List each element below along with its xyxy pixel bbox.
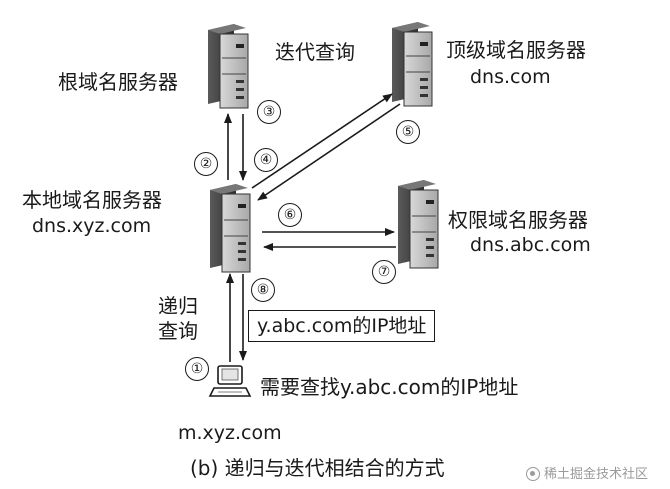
step-7-marker: ⑦ [372,260,396,284]
step-5-marker: ⑤ [396,120,420,144]
root-server-icon [208,24,249,109]
step-8-marker: ⑧ [251,278,275,302]
recursive-query-line1: 递归 [158,294,198,318]
host-request-label: 需要查找y.abc.com的IP地址 [260,375,519,399]
recursive-query-line2: 查询 [158,319,198,343]
iterative-query-label: 迭代查询 [275,40,355,64]
local-server-domain: dns.xyz.com [32,215,152,237]
auth-server-icon [398,180,439,269]
step-6-marker: ⑥ [278,203,302,227]
figure-caption: (b) 递归与迭代相结合的方式 [190,456,445,480]
auth-server-domain: dns.abc.com [470,234,591,256]
step-2-marker: ② [194,152,218,176]
watermark-text: 稀土掘金技术社区 [544,467,649,482]
local-server-icon [210,184,251,273]
step-3-marker: ③ [257,100,281,124]
arrow-tld-to-local [257,103,401,201]
answer-box: y.abc.com的IP地址 [248,310,436,342]
tld-server-domain: dns.com [470,66,551,88]
local-server-label: 本地域名服务器 [22,188,162,212]
watermark-logo-icon [526,467,540,481]
watermark: 稀土掘金技术社区 [526,463,648,482]
host-domain: m.xyz.com [178,422,282,444]
auth-server-label: 权限域名服务器 [448,208,588,232]
tld-server-label: 顶级域名服务器 [446,38,586,62]
tld-server-icon [392,22,433,107]
host-computer-icon [208,365,252,397]
root-server-label: 根域名服务器 [58,70,178,94]
step-1-marker: ① [185,357,209,381]
arrow-local-to-tld [251,93,393,189]
step-4-marker: ④ [254,148,278,172]
